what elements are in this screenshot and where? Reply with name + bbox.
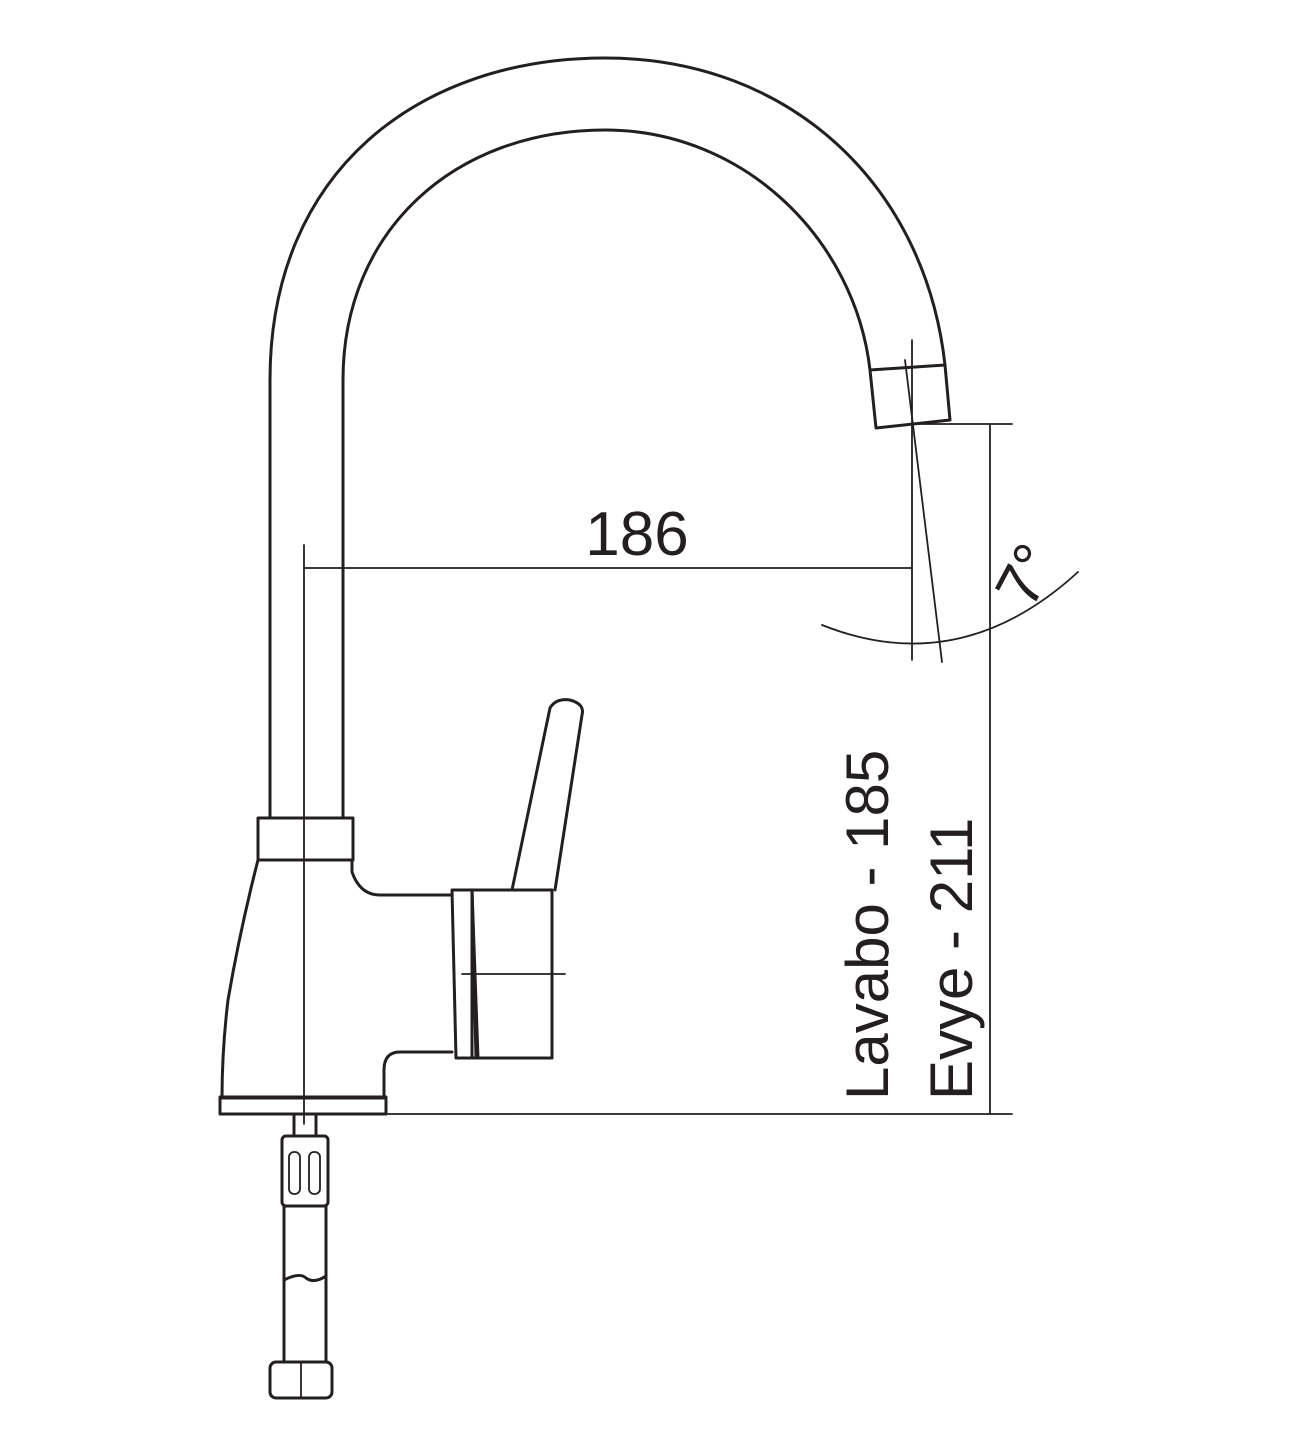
hose-braided-section bbox=[282, 1204, 328, 1283]
hose-stud-slot-left bbox=[288, 1151, 301, 1195]
hose-lower-section bbox=[282, 1274, 328, 1364]
spout-outer-contour bbox=[268, 56, 947, 820]
angle-arc bbox=[821, 571, 1079, 645]
height-basin-label: Lavabo - 185 bbox=[834, 750, 901, 1100]
cartridge-housing bbox=[450, 888, 566, 1060]
hose-connector-top bbox=[292, 1112, 318, 1138]
swivel-collar bbox=[256, 816, 355, 862]
lever-handle bbox=[510, 698, 584, 892]
hose-threaded-stud bbox=[280, 1134, 330, 1208]
spout-aerator bbox=[868, 363, 952, 430]
spout-inner-contour bbox=[341, 128, 872, 820]
height-dimension: Lavabo - 185 Evye - 211 bbox=[383, 423, 1013, 1115]
reach-dimension-label: 186 bbox=[585, 500, 688, 569]
faucet-body bbox=[220, 858, 454, 1100]
spout-tilt-line bbox=[904, 359, 943, 663]
height-sink-label: Evye - 211 bbox=[918, 818, 985, 1100]
faucet-spout bbox=[268, 56, 952, 820]
flexible-hose bbox=[268, 1112, 334, 1400]
angle-dimension-label: 7° bbox=[983, 533, 1072, 618]
base-plate bbox=[218, 1095, 388, 1116]
reach-dimension: 186 bbox=[303, 339, 913, 661]
hose-stud-slot-right bbox=[308, 1151, 321, 1195]
